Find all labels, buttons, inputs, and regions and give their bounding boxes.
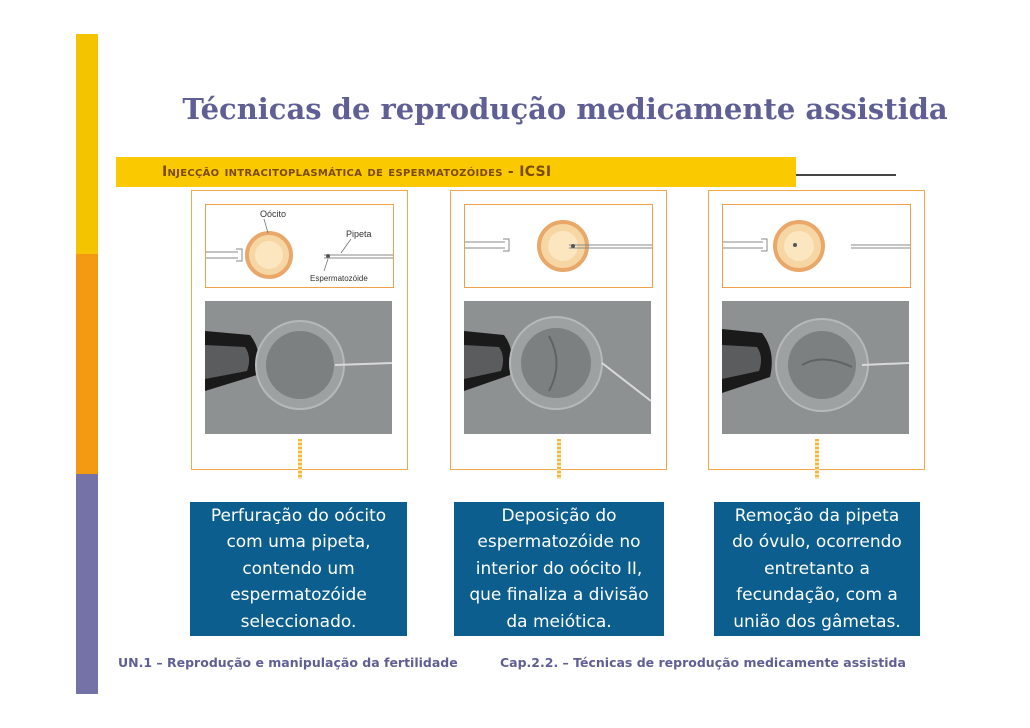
label-pipette: Pipeta bbox=[346, 229, 372, 239]
footer-chapter: Cap.2.2. – Técnicas de reprodução medica… bbox=[500, 655, 906, 670]
oocyte-diagram-illustration: Oócito Pipeta Espermatozóide bbox=[206, 209, 393, 283]
micrograph-illustration-1 bbox=[205, 301, 393, 434]
connector-line-2 bbox=[557, 439, 561, 479]
oocyte-diagram-illustration-2 bbox=[465, 220, 652, 272]
step-panel-3 bbox=[708, 190, 925, 479]
step-1-line-5: seleccionado. bbox=[240, 611, 357, 632]
micrograph-illustration-3 bbox=[722, 301, 910, 434]
micrograph-1 bbox=[205, 301, 393, 434]
step-description-1: Perfuração do oócito com uma pipeta, con… bbox=[190, 502, 407, 636]
step-1-line-4: espermatozóide bbox=[230, 585, 367, 606]
step-description-2: Deposição do espermatozóide no interior … bbox=[454, 502, 664, 636]
side-bar-yellow bbox=[76, 34, 98, 254]
micrograph-2 bbox=[464, 301, 652, 434]
footer-unit: UN.1 – Reprodução e manipulação da ferti… bbox=[118, 655, 458, 670]
step-panel-1: Oócito Pipeta Espermatozóide bbox=[191, 190, 408, 479]
step-2-line-2: espermatozóide no bbox=[477, 532, 641, 553]
step-3-line-1: Remoção da pipeta bbox=[734, 505, 900, 526]
oocyte-diagram-illustration-3 bbox=[723, 220, 910, 272]
page-title: Técnicas de reprodução medicamente assis… bbox=[182, 92, 948, 126]
step-description-3: Remoção da pipeta do óvulo, ocorrendo en… bbox=[714, 502, 920, 636]
step-3-line-5: união dos gâmetas. bbox=[733, 611, 901, 632]
micrograph-illustration-2 bbox=[464, 301, 652, 434]
step-2-line-1: Deposição do bbox=[501, 505, 617, 526]
step-1-line-2: com uma pipeta, bbox=[226, 532, 371, 553]
micrograph-3 bbox=[722, 301, 910, 434]
step-1-line-3: contendo um bbox=[242, 558, 355, 579]
icsi-diagram-1: Oócito Pipeta Espermatozóide bbox=[205, 204, 394, 288]
connector-line-3 bbox=[815, 439, 819, 479]
icsi-diagram-3 bbox=[722, 204, 911, 288]
step-1-line-1: Perfuração do oócito bbox=[210, 505, 387, 526]
subtitle: Injecção intracitoplasmática de espermat… bbox=[162, 164, 552, 180]
connector-line-1 bbox=[298, 439, 302, 479]
step-3-line-4: fecundação, com a bbox=[736, 585, 898, 606]
label-oocyte: Oócito bbox=[260, 209, 286, 219]
icsi-diagram-2 bbox=[464, 204, 653, 288]
step-3-line-2: do óvulo, ocorrendo bbox=[732, 532, 902, 553]
step-3-line-3: entretanto a bbox=[764, 558, 870, 579]
step-panel-2 bbox=[450, 190, 667, 479]
step-2-line-3: interior do oócito II, bbox=[475, 558, 643, 579]
subtitle-band: Injecção intracitoplasmática de espermat… bbox=[116, 157, 796, 187]
step-2-line-4: que finaliza a divisão bbox=[469, 585, 649, 606]
side-bar-orange bbox=[76, 254, 98, 474]
label-sperm: Espermatozóide bbox=[310, 274, 368, 283]
step-2-line-5: da meiótica. bbox=[506, 611, 612, 632]
side-bar-purple bbox=[76, 474, 98, 694]
subtitle-rule bbox=[796, 174, 896, 176]
